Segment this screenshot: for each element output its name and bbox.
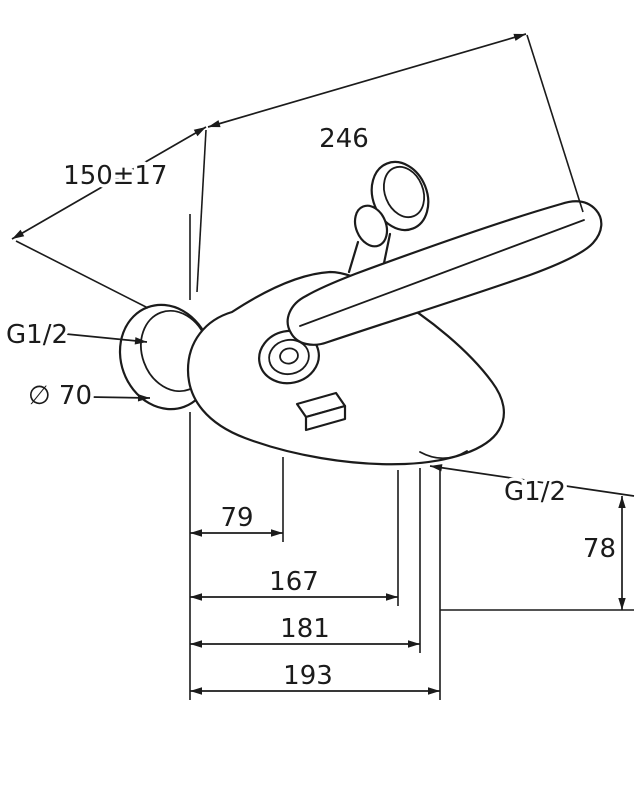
- spout-outlet-rim: [419, 450, 468, 460]
- faucet-drawing: [118, 160, 603, 466]
- extension-line-246-left: [196, 129, 207, 293]
- mixer-body: [186, 270, 506, 466]
- diverter-front-face: [304, 404, 347, 432]
- dimension-annotations: 150 ±17 246 G1/2 ∅ 70 G1/2 78 79 167 181…: [3, 33, 635, 700]
- leader-dia70: [89, 394, 151, 402]
- right-flange-outer: [370, 160, 430, 232]
- dim-label-79: 79: [220, 503, 253, 533]
- dim-label-193: 193: [283, 661, 333, 691]
- dim-label-246: 246: [319, 124, 369, 154]
- diverter-knob: [295, 391, 347, 432]
- right-union-nut: [353, 204, 389, 248]
- dim-label-g12-right: G1/2: [504, 477, 566, 507]
- dim-label-167: 167: [269, 567, 319, 597]
- leader-g12-right: [429, 464, 635, 497]
- handle-face-edge: [299, 219, 585, 327]
- dim-label-181: 181: [280, 614, 330, 644]
- extension-line-246-right: [526, 34, 584, 213]
- extension-line-wall-plane: [15, 240, 149, 309]
- right-flange-inner: [382, 165, 426, 219]
- right-wall-connection: [347, 160, 430, 274]
- dimension-line-150: [11, 126, 207, 240]
- dim-label-g12-left: G1/2: [6, 320, 68, 350]
- dim-label-dia70: ∅ 70: [28, 381, 92, 411]
- right-connector-line: [347, 240, 360, 274]
- dome-inner-circle: [279, 347, 299, 365]
- dim-label-tolerance: ±17: [113, 161, 168, 191]
- dimension-line-246: [207, 33, 527, 128]
- dim-label-78: 78: [583, 534, 616, 564]
- dome-middle-circle: [268, 338, 310, 376]
- leader-g12-left: [65, 333, 148, 345]
- dim-label-150: 150: [63, 161, 113, 191]
